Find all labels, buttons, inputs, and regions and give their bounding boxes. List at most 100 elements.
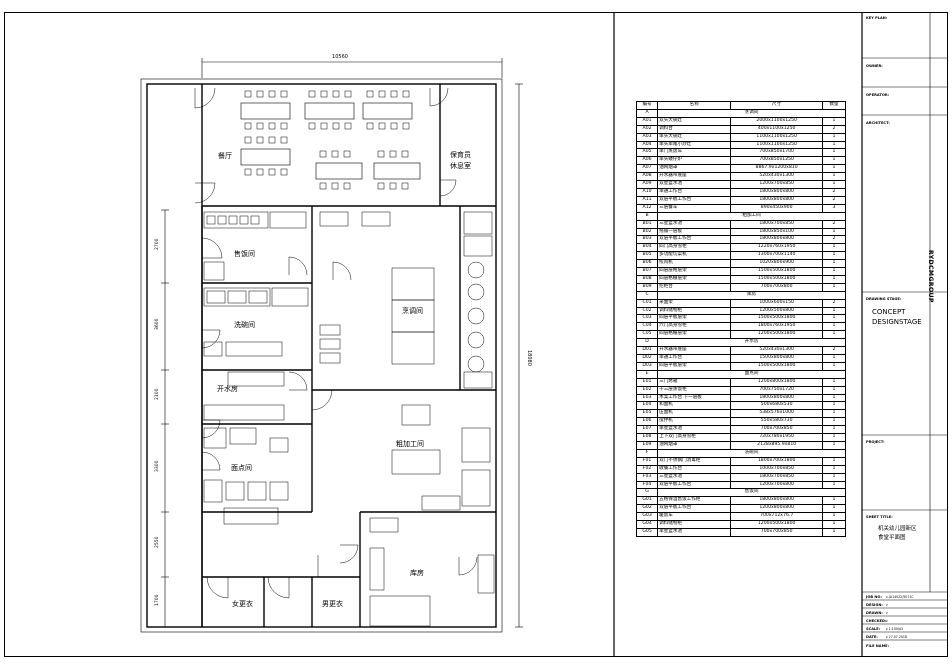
cell-name: 拖铺一层板: [657, 227, 732, 237]
section-code: E: [635, 369, 659, 379]
cell-code: A05: [635, 148, 659, 158]
cell-code: E06: [635, 417, 659, 427]
cell-qty: 2: [821, 124, 847, 134]
cell-qty: 1: [821, 172, 847, 182]
cell-code: D03: [635, 361, 659, 371]
room-dining-hall: 餐厅: [218, 151, 232, 160]
cell-size: 700x750x1720: [730, 385, 823, 395]
checked-value: z: [886, 619, 888, 623]
room-staff-rest-1: 保育员: [450, 150, 471, 159]
section-code: F: [635, 448, 659, 458]
room-pastry: 面点间: [231, 464, 252, 472]
project-label: PROJECT:: [866, 440, 885, 444]
cell-code: B09: [635, 282, 659, 292]
cell-name: 收餐工作台: [657, 464, 732, 474]
cell-name: 单通工作台: [657, 187, 732, 197]
cell-qty: 1: [821, 251, 847, 261]
header-size: 尺寸: [730, 101, 823, 110]
cell-size: 2000x1100x1250: [730, 116, 823, 126]
cell-qty: 1: [821, 417, 847, 427]
cell-qty: 1: [821, 164, 847, 174]
outer-wall-line: [140, 78, 503, 633]
cell-size: 1300x700x1140: [730, 251, 823, 261]
cell-name: 四层平板层架: [657, 361, 732, 371]
cell-name: 单头大锅灶: [657, 132, 732, 142]
dim-left-4: 3300: [154, 460, 160, 472]
cell-name: 调料台: [657, 124, 732, 134]
cell-qty: 1: [821, 116, 847, 126]
cell-size: 1020x800x900: [730, 259, 823, 269]
cell-code: E02: [635, 385, 659, 395]
hot-water-equipment: [203, 371, 285, 421]
cell-name: 挖柜台: [657, 282, 732, 292]
cell-code: F03: [635, 472, 659, 482]
architect-label: ARCHITECT:: [866, 121, 890, 125]
cell-size: 520x430x1300: [730, 346, 823, 355]
cell-size: 700x712x76.7: [730, 512, 823, 522]
cell-name: 调料储物柜: [657, 306, 732, 316]
cell-code: C03: [635, 314, 659, 324]
cell-name: 四层平板层架: [657, 314, 732, 324]
outer-wall: [146, 83, 497, 628]
dining-tables: [240, 90, 421, 190]
cell-qty: 2: [821, 187, 847, 197]
cell-name: 三星盆水池: [657, 219, 732, 229]
cell-name: 五格保温售饭工作柜: [657, 496, 732, 506]
cell-qty: 1: [821, 464, 847, 474]
section-title: 开水房: [657, 338, 846, 348]
cell-name: 开水器带底座: [657, 172, 732, 182]
cell-code: E08: [635, 433, 659, 442]
cell-size: 1800x700x1800: [730, 456, 823, 466]
cell-qty: 1: [821, 259, 847, 269]
cell-size: 1000x700x850: [730, 464, 823, 474]
cell-size: 1200x500x1800: [730, 520, 823, 529]
storage-equipment: [369, 517, 495, 627]
cell-name: 油网烟罩: [657, 440, 732, 450]
cell-size: 1200x500x1800: [730, 330, 823, 340]
room-male-changing: 男更衣: [322, 599, 343, 608]
cell-code: A04: [635, 140, 659, 150]
section-title: 烹调间: [657, 108, 846, 118]
cell-size: 890x450x900: [730, 203, 823, 213]
cell-size: 700x850x1700: [730, 148, 823, 158]
header-name: 名称: [657, 101, 732, 110]
cell-name: 暖饭车: [657, 512, 732, 522]
cell-qty: 2: [821, 219, 847, 229]
cell-name: 十三层蒸饭柜: [657, 385, 732, 395]
cell-size: 1100x1100x1250: [730, 132, 823, 142]
cell-code: G02: [635, 504, 659, 514]
cell-name: 单头单尾小炒灶: [657, 140, 732, 150]
cell-name: 开水器带底座: [657, 346, 732, 355]
cell-qty: 1: [821, 148, 847, 158]
cell-size: 1200x700x800: [730, 480, 823, 490]
cell-code: B01: [635, 219, 659, 229]
cell-size: 1200x500x800: [730, 306, 823, 316]
hot-kitchen-equipment: [319, 211, 493, 389]
cell-name: 多功能切菜机: [657, 251, 732, 261]
cell-qty: 1: [821, 180, 847, 189]
dim-left-1: 2700: [154, 238, 160, 250]
cell-qty: 1: [821, 401, 847, 411]
cell-size: 700x700x850: [730, 425, 823, 435]
section-code: D: [635, 338, 659, 348]
cell-size: 500x680x530: [730, 401, 823, 411]
